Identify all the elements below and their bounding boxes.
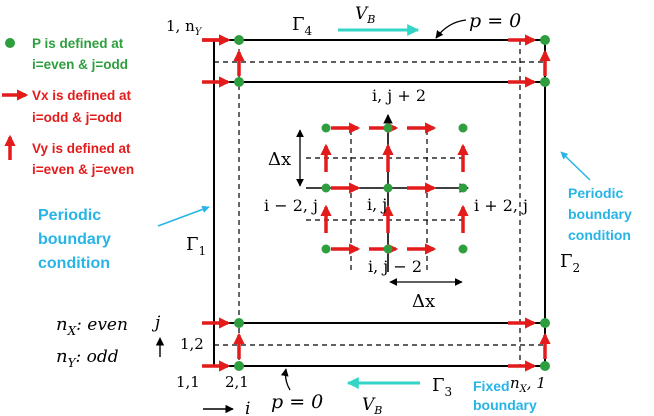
boundary-vx-arrows — [202, 34, 537, 372]
vb-bottom-label: VB — [362, 395, 382, 416]
periodic-right-label: Periodic boundary condition — [568, 185, 632, 243]
corner-left-second-row-label: 1,2 — [180, 335, 204, 353]
periodic-left-label: Periodic boundary condition — [38, 207, 111, 272]
fixed-boundary-label: Fixed boundary — [473, 378, 537, 413]
svg-text:boundary: boundary — [473, 397, 537, 413]
stencil-center-label: i, j — [367, 195, 387, 214]
svg-text:Periodic: Periodic — [568, 185, 623, 201]
periodic-left-pointer — [157, 205, 210, 227]
dx-horizontal-label: Δx — [412, 291, 435, 312]
svg-text:boundary: boundary — [38, 231, 111, 248]
corner-top-left-label: 1, nY — [166, 17, 203, 38]
stencil-top-label: i, j + 2 — [372, 86, 426, 105]
pressure-nodes — [234, 35, 550, 371]
gamma3-label: Γ3 — [432, 375, 452, 399]
svg-text:Fixed: Fixed — [473, 378, 510, 394]
i-axis-label: i — [245, 399, 250, 416]
stencil-right-label: i + 2, j — [474, 196, 528, 215]
periodic-right-pointer — [560, 151, 591, 181]
legend-vx-line1: Vx is defined at — [32, 88, 132, 103]
legend-p-line2: i=even & j=odd — [32, 57, 128, 72]
stencil-bottom-label: i, j − 2 — [368, 257, 422, 276]
corner-bottom-left-label: 1,1 — [176, 373, 200, 391]
j-axis-label: j — [151, 313, 161, 333]
svg-text:Periodic: Periodic — [38, 207, 101, 224]
nx-parity-label: nX: even — [56, 314, 128, 338]
corner-bottom-right-label: nX, 1 — [510, 374, 546, 395]
p-top-label: p = 0 — [469, 10, 521, 32]
domain-boundary — [213, 39, 546, 367]
gamma2-label: Γ2 — [560, 251, 580, 275]
stencil-vy-arrows — [320, 143, 469, 233]
gamma4-label: Γ4 — [292, 14, 313, 38]
legend-pressure-icon — [5, 38, 15, 48]
p-bottom-label: p = 0 — [271, 391, 323, 413]
legend: P is defined at i=even & j=odd Vx is def… — [2, 36, 134, 177]
corner-second-bottom-label: 2,1 — [225, 373, 249, 391]
legend-vx-line2: i=odd & j=odd — [32, 110, 122, 125]
p-top-pointer — [435, 19, 467, 39]
gamma1-label: Γ1 — [186, 234, 206, 258]
legend-p-line1: P is defined at — [32, 36, 124, 51]
svg-text:condition: condition — [568, 227, 631, 243]
legend-vy-line1: Vy is defined at — [32, 141, 131, 156]
ny-parity-label: nY: odd — [56, 346, 119, 370]
svg-text:boundary: boundary — [568, 206, 632, 222]
p-bottom-pointer — [280, 368, 291, 391]
svg-text:condition: condition — [38, 255, 110, 272]
vb-top-label: VB — [355, 4, 375, 26]
stencil-left-label: i − 2, j — [264, 196, 318, 215]
boundary-vy-arrows — [233, 49, 551, 359]
dx-vertical-label: Δx — [268, 149, 291, 170]
legend-vy-line2: i=even & j=even — [32, 162, 134, 177]
